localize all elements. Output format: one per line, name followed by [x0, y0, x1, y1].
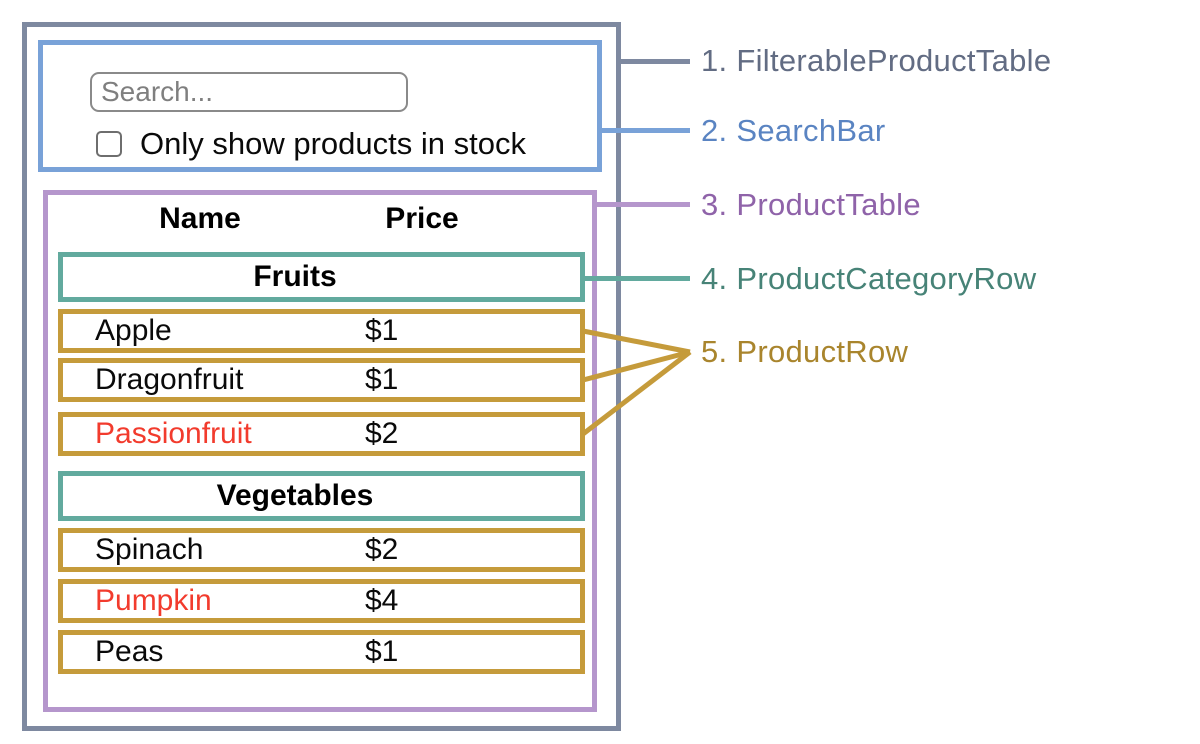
- product-name: Apple: [95, 314, 172, 347]
- product-category-row: Vegetables: [58, 471, 585, 521]
- connector-line-filterable-product-table: [616, 59, 690, 64]
- legend-product-table: 3. ProductTable: [701, 187, 921, 222]
- legend-filterable-product-table: 1. FilterableProductTable: [701, 43, 1052, 78]
- connector-line-product-category-row: [580, 276, 690, 281]
- product-price: $1: [365, 635, 399, 668]
- product-price: $1: [365, 363, 399, 396]
- in-stock-checkbox-label: Only show products in stock: [140, 126, 526, 161]
- legend-product-row: 5. ProductRow: [701, 334, 909, 369]
- product-row: Passionfruit $2: [58, 412, 585, 456]
- column-header-name: Name: [159, 202, 241, 235]
- product-name: Spinach: [95, 533, 204, 566]
- product-price: $2: [365, 417, 399, 450]
- product-row: Apple $1: [58, 309, 585, 353]
- product-row: Dragonfruit $1: [58, 358, 585, 402]
- product-price: $4: [365, 584, 399, 617]
- connector-line-product-table: [592, 202, 690, 207]
- legend-search-bar: 2. SearchBar: [701, 113, 886, 148]
- in-stock-checkbox[interactable]: [96, 131, 122, 157]
- connector-line-search-bar: [597, 128, 690, 133]
- product-price: $2: [365, 533, 399, 566]
- search-input[interactable]: [90, 72, 408, 112]
- product-name: Peas: [95, 635, 164, 668]
- connector-lines-product-row: [581, 328, 692, 436]
- product-price: $1: [365, 314, 399, 347]
- category-label: Fruits: [253, 260, 337, 293]
- product-category-row: Fruits: [58, 252, 585, 302]
- product-row: Spinach $2: [58, 528, 585, 572]
- legend-product-category-row: 4. ProductCategoryRow: [701, 261, 1037, 296]
- product-name: Passionfruit: [95, 417, 252, 450]
- product-name: Pumpkin: [95, 584, 212, 617]
- category-label: Vegetables: [216, 479, 374, 512]
- product-row: Peas $1: [58, 630, 585, 674]
- product-row: Pumpkin $4: [58, 579, 585, 623]
- column-header-price: Price: [385, 202, 459, 235]
- product-name: Dragonfruit: [95, 363, 244, 396]
